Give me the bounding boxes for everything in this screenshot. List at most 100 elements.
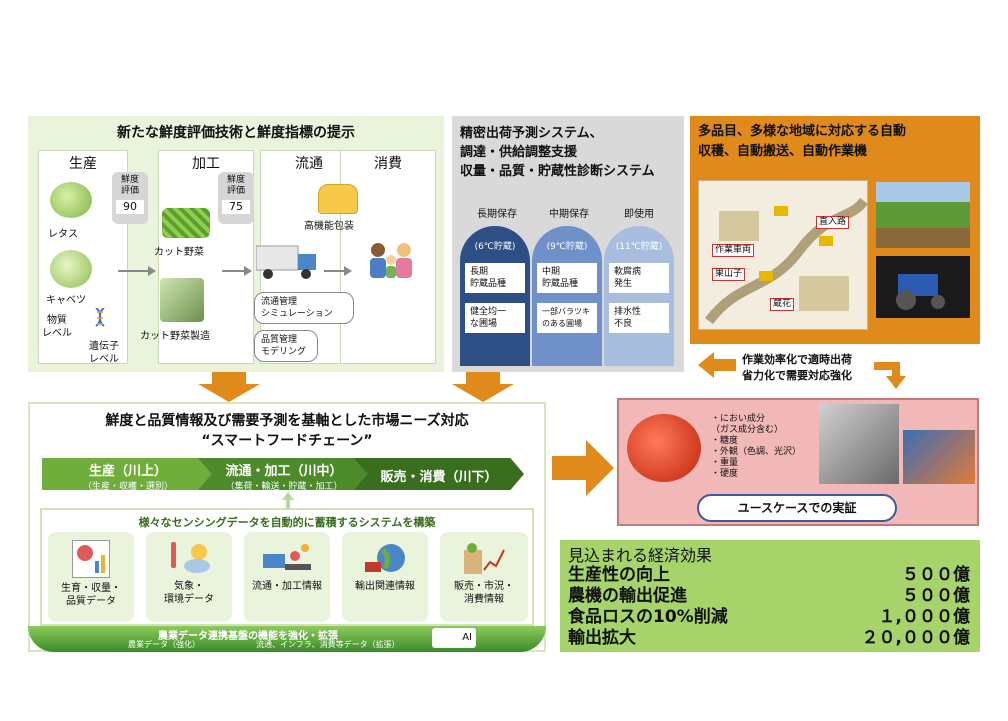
usecase-panel: ・におい成分 （ガス成分含む） ・糖度 ・外観（色調、光沢） ・重量 ・硬度 ユ… bbox=[617, 398, 979, 526]
card-label: 気象・ 環境データ bbox=[164, 581, 214, 605]
usecase-demo-button[interactable]: ユースケースでの実証 bbox=[697, 494, 897, 522]
dna-icon bbox=[94, 307, 106, 332]
freshness-panel: 新たな鮮度評価技術と鮮度指標の提示 生産 加工 流通 消費 レタス キャベツ 物… bbox=[28, 116, 444, 372]
chain-sub: （集荷・輸送・貯蔵・加工） bbox=[225, 482, 343, 492]
cut-vegetable-making-label: カット野菜製造 bbox=[140, 331, 210, 342]
effect-label: 食品ロスの10%削減 bbox=[568, 607, 728, 627]
down-arrow-left bbox=[198, 372, 260, 402]
forecast-title: 精密出荷予測システム、 調達・供給調整支援 収量・品質・貯蔵性診断システム bbox=[460, 126, 655, 179]
storage-arch-long: (6℃貯蔵) 長期 貯蔵品種 健全均一 な圃場 bbox=[460, 226, 530, 366]
chain-sub: （生産・収穫・選別） bbox=[82, 482, 173, 492]
field-photo bbox=[876, 182, 970, 248]
report-icon bbox=[72, 540, 110, 578]
cabbage-image bbox=[50, 250, 92, 288]
storage-arch-mid: (9℃貯蔵) 中期 貯蔵品種 一部バラツキ のある圃場 bbox=[532, 226, 602, 366]
chain-stage-midstream: 流通・加工（川中） （集荷・輸送・貯蔵・加工） bbox=[198, 458, 370, 490]
badge-value: 90 bbox=[116, 200, 144, 214]
effect-label: 農機の輸出促進 bbox=[568, 586, 687, 606]
effect-value: ２０,０００億 bbox=[861, 628, 970, 648]
automation-title: 多品目、多様な地域に対応する自動 収穫、自動搬送、自動作業機 bbox=[698, 124, 907, 159]
card-label: 販売・市況・ 消費情報 bbox=[454, 581, 514, 605]
quality-item: ・糖度 bbox=[711, 436, 739, 446]
chain-label: 販売・消費（川下） bbox=[380, 470, 498, 485]
package-icon bbox=[318, 184, 358, 214]
chain-label: 流通・加工（川中） bbox=[225, 464, 343, 479]
arch-bottom: 一部バラツキ のある圃場 bbox=[537, 303, 597, 333]
cut-vegetable-making-image bbox=[160, 278, 204, 322]
chain-stage-downstream: 販売・消費（川下） bbox=[354, 458, 524, 490]
card-label: 流通・加工情報 bbox=[252, 581, 322, 592]
feedback-down-arrow bbox=[874, 360, 908, 390]
forecast-col-head-short: 即使用 bbox=[624, 209, 654, 220]
feedback-note: 作業効率化で適時出荷 省力化で需要対応強化 bbox=[742, 353, 852, 382]
arch-bottom: 排水性 不良 bbox=[609, 303, 669, 333]
forecast-panel: 精密出荷予測システム、 調達・供給調整支援 収量・品質・貯蔵性診断システム 長期… bbox=[452, 116, 684, 372]
data-card-growth: 生育・収量・ 品質データ bbox=[48, 532, 134, 622]
weather-icon bbox=[167, 540, 211, 576]
sensing-title: 様々なセンシングデータを自動的に蓄積するシステムを構築 bbox=[138, 516, 436, 529]
platform-title: 農業データ連携基盤の機能を強化・拡張 bbox=[158, 631, 338, 642]
tomato-image bbox=[627, 414, 701, 482]
market-subtitle: “スマートフードチェーン” bbox=[201, 433, 373, 449]
quality-item: ・重量 bbox=[711, 458, 739, 468]
family-icon bbox=[364, 240, 418, 280]
quality-items: ・におい成分 （ガス成分含む） ・糖度 ・外観（色調、光沢） ・重量 ・硬度 bbox=[711, 414, 815, 480]
effects-title: 見込まれる経済効果 bbox=[568, 546, 713, 565]
cut-vegetable-image bbox=[162, 208, 210, 238]
down-arrow-right bbox=[452, 372, 514, 402]
gene-level-label: 遺伝子 レベル bbox=[89, 341, 119, 365]
arch-temp: (9℃貯蔵) bbox=[546, 242, 588, 252]
stage-label-consumption: 消費 bbox=[374, 156, 402, 172]
tractor-photo bbox=[876, 256, 970, 318]
globe-icon bbox=[363, 540, 407, 576]
chain-stage-upstream: 生産（川上） （生産・収穫・選別） bbox=[42, 458, 214, 490]
ai-label: AI bbox=[462, 632, 472, 643]
platform-sub-right: 流通、インフラ、消費等データ（拡張） bbox=[256, 640, 400, 649]
market-panel: 鮮度と品質情報及び需要予測を基軸とした市場ニーズ対応 “スマートフードチェーン”… bbox=[28, 402, 546, 652]
arch-top: 軟腐病 発生 bbox=[609, 263, 669, 293]
quality-item: ・硬度 bbox=[711, 469, 739, 479]
quality-item: ・外観（色調、光沢） bbox=[711, 447, 802, 457]
effects-panel: 見込まれる経済効果 生産性の向上 ５００億 農機の輸出促進 ５００億 食品ロスの… bbox=[560, 540, 980, 652]
effect-value: ５００億 bbox=[902, 565, 970, 585]
right-arrow bbox=[552, 440, 614, 496]
effect-value: １,０００億 bbox=[878, 607, 970, 627]
sorting-photo bbox=[903, 430, 975, 484]
map-label: 直入路 bbox=[816, 216, 850, 229]
storage-arch-short: (11℃貯蔵) 軟腐病 発生 排水性 不良 bbox=[604, 226, 674, 366]
badge-label: 鮮度 評価 bbox=[226, 175, 245, 196]
map-label: 作業車両 bbox=[712, 244, 755, 257]
data-card-sales: 販売・市況・ 消費情報 bbox=[440, 532, 528, 622]
data-platform-base: 農業データ連携基盤の機能を強化・拡張 農業データ（強化） 流通、インフラ、消費等… bbox=[28, 626, 546, 652]
chain-label: 生産（川上） bbox=[88, 464, 167, 479]
sensing-container: 様々なセンシングデータを自動的に蓄積するシステムを構築 生育・収量・ 品質データ… bbox=[40, 508, 534, 626]
material-level-label: 物質 レベル bbox=[42, 315, 72, 339]
badge-value: 75 bbox=[222, 200, 250, 214]
badge-label: 鮮度 評価 bbox=[120, 175, 139, 196]
lettuce-label: レタス bbox=[48, 229, 78, 240]
feedback-left-arrow bbox=[698, 350, 738, 380]
distribution-simulation-box: 流通管理 シミュレーション bbox=[254, 292, 354, 324]
platform-sub-left: 農業データ（強化） bbox=[128, 640, 200, 649]
stage-label-distribution: 流通 bbox=[295, 156, 323, 172]
flow-arrow bbox=[324, 262, 352, 276]
arch-temp: (11℃貯蔵) bbox=[615, 242, 663, 252]
ai-badge: AI bbox=[432, 628, 476, 648]
flow-arrow bbox=[118, 262, 156, 276]
map-label: 蔵花 bbox=[770, 298, 795, 311]
market-title: 鮮度と品質情報及び需要予測を基軸とした市場ニーズ対応 bbox=[105, 413, 469, 429]
stage-label-processing: 加工 bbox=[192, 156, 220, 172]
card-label: 生育・収量・ 品質データ bbox=[61, 583, 121, 607]
quality-modeling-box: 品質管理 モデリング bbox=[254, 330, 318, 362]
lettuce-image bbox=[50, 182, 92, 218]
freshness-title: 新たな鮮度評価技術と鮮度指標の提示 bbox=[117, 125, 355, 141]
data-card-export: 輸出関連情報 bbox=[342, 532, 428, 622]
effect-value: ５００億 bbox=[902, 586, 970, 606]
effect-label: 生産性の向上 bbox=[568, 565, 670, 585]
lab-photo bbox=[819, 404, 899, 484]
cut-vegetable-label: カット野菜 bbox=[154, 247, 204, 258]
arch-temp: (6℃貯蔵) bbox=[474, 242, 516, 252]
forecast-col-head-long: 長期保存 bbox=[477, 209, 517, 220]
arch-top: 長期 貯蔵品種 bbox=[465, 263, 525, 293]
cabbage-label: キャベツ bbox=[46, 295, 86, 306]
